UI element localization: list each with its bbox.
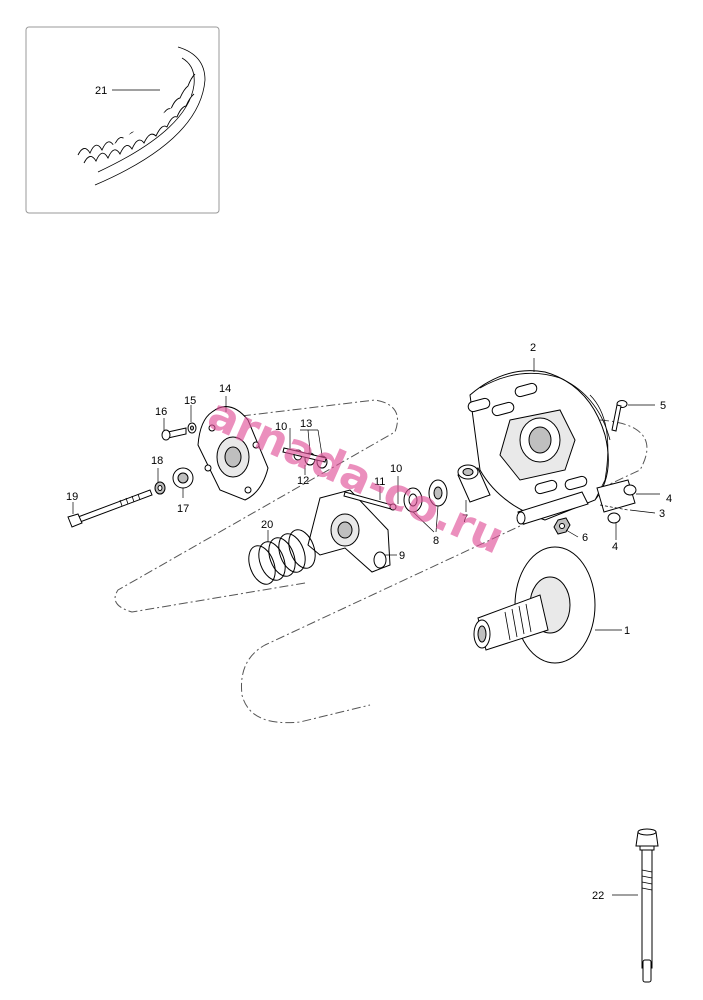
callout-22: 22 [592, 890, 604, 902]
callout-11: 11 [374, 476, 385, 488]
part-3-weight [596, 479, 637, 524]
part-14-cover [197, 406, 269, 501]
part-20-spring [248, 529, 316, 585]
belt-teeth [77, 73, 196, 164]
callout-10a: 10 [275, 421, 287, 433]
callout-20: 20 [261, 519, 273, 531]
part-16-screw [161, 427, 187, 441]
belt-outline [114, 399, 648, 724]
callout-18: 18 [151, 455, 163, 467]
part-1-pulley [473, 546, 596, 664]
callout-1: 1 [624, 625, 630, 637]
callout-19: 19 [66, 491, 78, 503]
part-22-bolt [635, 828, 659, 983]
part-6-nut [553, 517, 571, 535]
callout-5: 5 [660, 400, 666, 412]
part-9-spider [307, 489, 391, 573]
part-8-washers [403, 479, 448, 513]
callout-13: 13 [300, 418, 312, 430]
callout-16: 16 [155, 406, 167, 418]
part-7-sleeve [457, 464, 491, 503]
callout-4a: 4 [666, 493, 672, 505]
callout-9: 9 [399, 550, 405, 562]
part-2-housing [467, 370, 611, 525]
callout-2: 2 [530, 342, 536, 354]
callout-17: 17 [177, 503, 189, 515]
callout-7: 7 [462, 513, 468, 525]
part-17-bushing [172, 467, 194, 489]
callout-21: 21 [95, 85, 107, 97]
part-13-rollers [282, 447, 328, 469]
callout-3: 3 [659, 508, 665, 520]
callout-8: 8 [433, 535, 439, 547]
part-5-bolt [611, 400, 628, 432]
callout-4b: 4 [612, 541, 618, 553]
belt-detail-inset: 21 [25, 26, 220, 214]
part-19-bolt [67, 489, 153, 528]
callout-14: 14 [219, 383, 231, 395]
callout-6: 6 [582, 532, 588, 544]
callout-10b: 10 [390, 463, 402, 475]
callout-12: 12 [297, 475, 309, 487]
callout-15: 15 [184, 395, 196, 407]
part-15-washer [187, 422, 197, 434]
part-11-pin [343, 491, 397, 511]
part-18-lockwasher [154, 481, 166, 495]
